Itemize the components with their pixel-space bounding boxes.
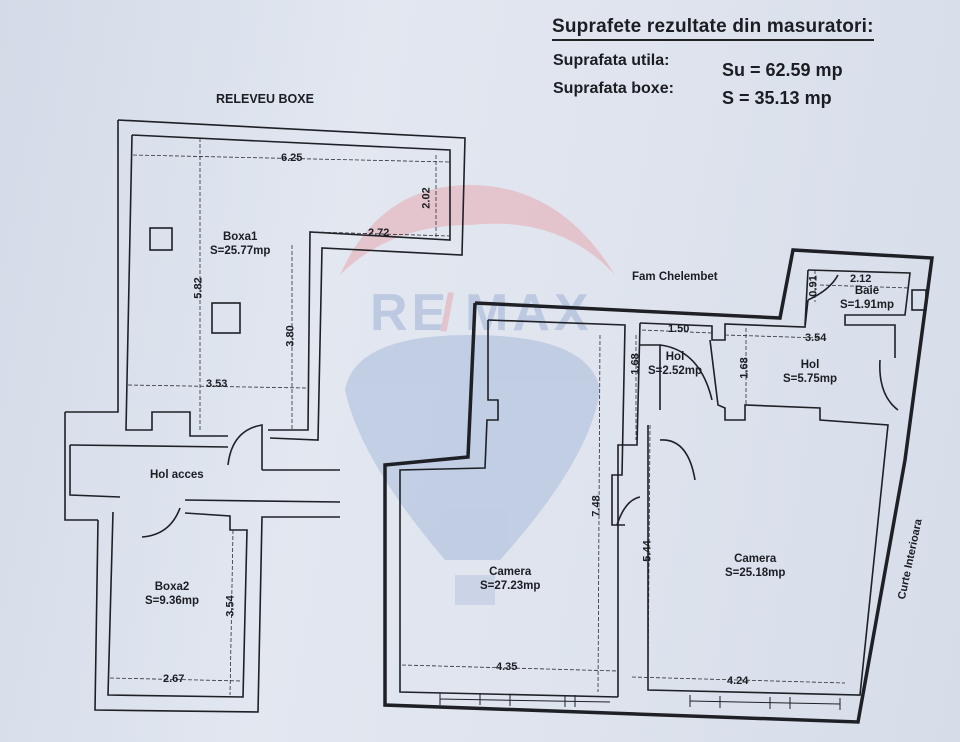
room-name: Baie: [854, 285, 880, 297]
dimension-label: 0.91: [807, 275, 820, 297]
room-label-camera-2: Camera S=25.18mp: [725, 552, 785, 580]
summary-title: Suprafete rezultate din masuratori:: [552, 16, 874, 41]
room-label-hol-acces: Hol acces: [150, 469, 204, 481]
remax-watermark: RE / MAX: [340, 185, 615, 605]
svg-text:/: /: [440, 284, 454, 342]
dimension-label: 1.50: [668, 323, 690, 335]
room-label-hol-large: Hol S=5.75mp: [783, 358, 837, 386]
dimension-label: 6.25: [281, 152, 303, 164]
dimension-label: 4.24: [727, 675, 749, 687]
dimension-label: 2.72: [368, 227, 390, 239]
room-area: S=2.52mp: [648, 365, 703, 377]
usable-area-value: Su = 62.59 mp: [722, 60, 843, 80]
dimension-label: 3.54: [805, 332, 827, 344]
room-label-camera-1: Camera S=27.23mp: [480, 565, 540, 593]
dimension-label: 3.54: [224, 595, 237, 617]
storage-area-label: Suprafata boxe:: [553, 80, 674, 97]
dimension-label: 5.44: [641, 540, 654, 562]
room-name: Hol: [665, 351, 685, 363]
room-area: S=25.18mp: [725, 567, 786, 579]
dimension-label: 2.12: [850, 273, 872, 285]
room-area: S=25.77mp: [210, 245, 271, 257]
room-name: Boxa1: [222, 231, 258, 243]
room-area: S=27.23mp: [480, 580, 541, 592]
storage-plan-title: RELEVEU BOXE: [216, 92, 314, 106]
storage-area-value: S = 35.13 mp: [722, 88, 832, 108]
room-label-baie: Baie S=1.91mp: [840, 284, 894, 312]
room-label-hol-small: Hol S=2.52mp: [648, 350, 702, 378]
usable-area-label: Suprafata utila:: [553, 52, 670, 69]
room-area: S=9.36mp: [145, 595, 200, 607]
room-label-boxa2: Boxa2 S=9.36mp: [145, 580, 199, 608]
room-name: Camera: [734, 553, 777, 565]
dimension-label: 5.82: [192, 277, 205, 299]
dimension-label: 1.68: [629, 353, 642, 375]
room-name: Camera: [489, 566, 532, 578]
room-label-boxa1: Boxa1 S=25.77mp: [210, 230, 270, 258]
svg-text:MAX: MAX: [465, 284, 593, 342]
dimension-label: 7.48: [590, 495, 603, 517]
room-name: Hol: [800, 359, 820, 371]
svg-text:RE: RE: [370, 284, 450, 342]
dimension-label: 2.67: [163, 673, 185, 685]
room-name: Boxa2: [154, 581, 190, 593]
dimension-label: 3.80: [284, 325, 297, 347]
dimension-label: 4.35: [496, 661, 518, 673]
room-area: S=5.75mp: [783, 373, 838, 385]
room-area: S=1.91mp: [840, 299, 895, 311]
dimension-label: 3.53: [206, 378, 228, 390]
dimension-label: 1.68: [738, 357, 751, 379]
neighbor-label: Fam Chelembet: [632, 271, 718, 283]
dimension-label: 2.02: [420, 187, 433, 209]
